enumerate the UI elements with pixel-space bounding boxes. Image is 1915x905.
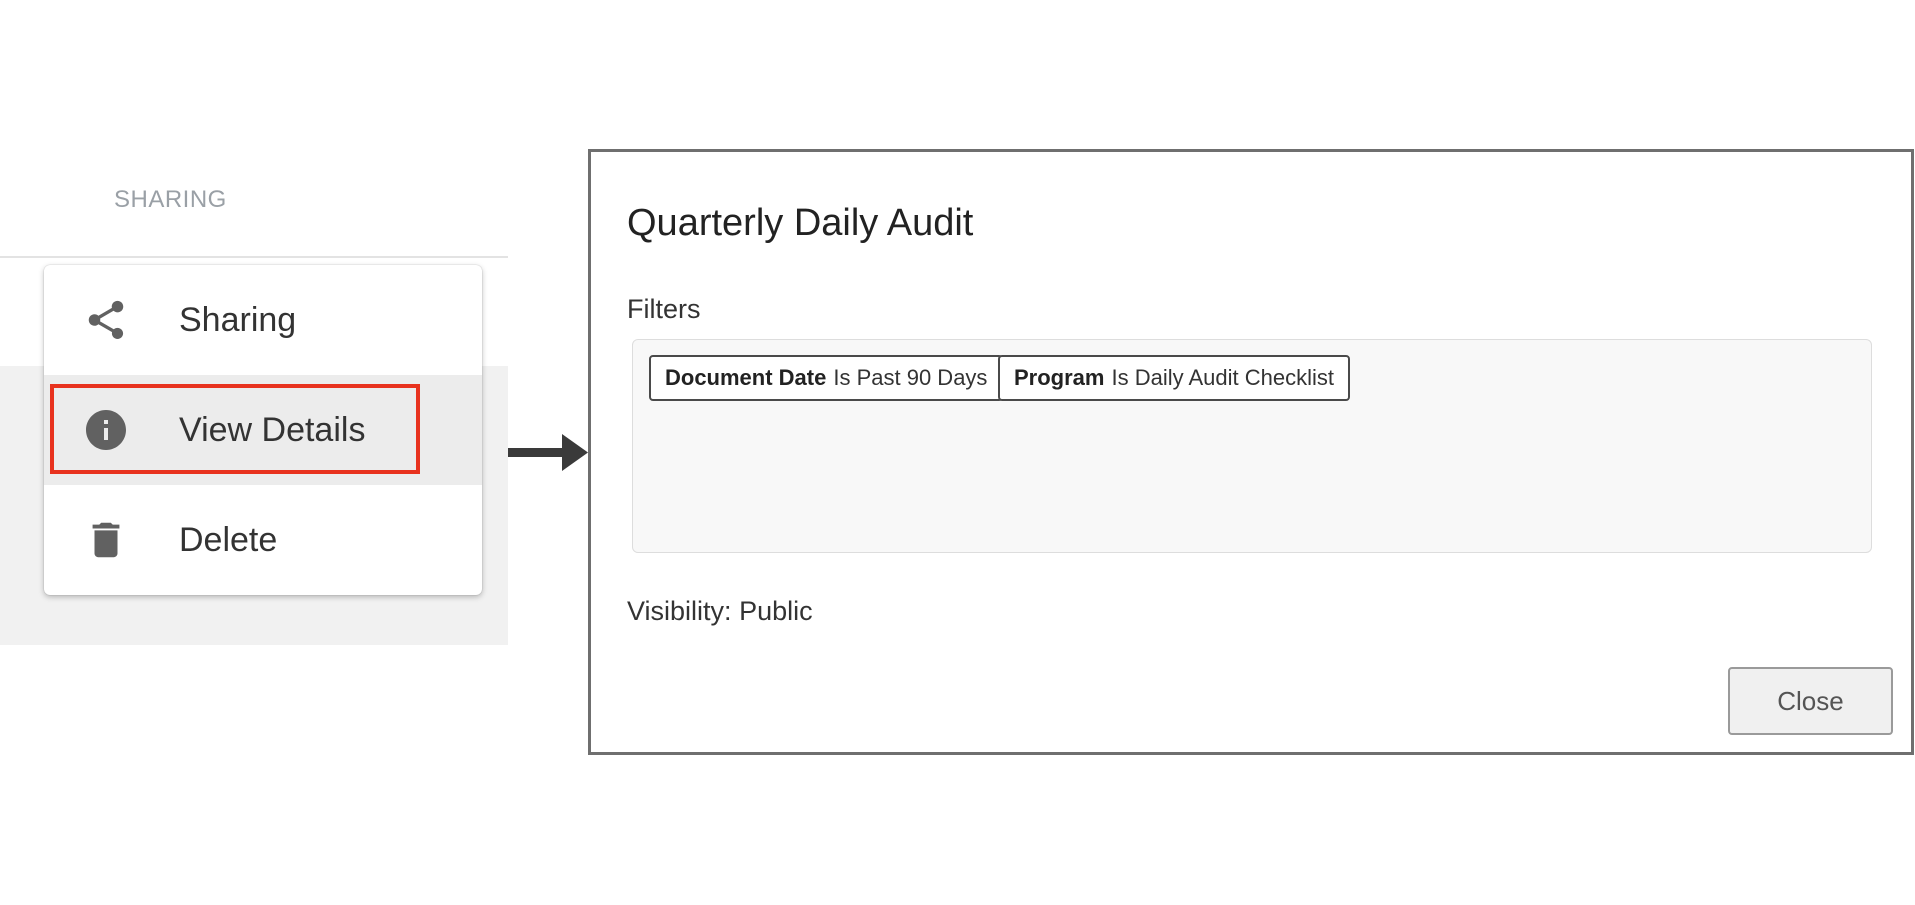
visibility-label: Visibility:: [627, 596, 732, 626]
close-button[interactable]: Close: [1728, 667, 1893, 735]
menu-item-sharing[interactable]: Sharing: [44, 265, 482, 375]
menu-item-label: Sharing: [179, 301, 297, 339]
header-divider: [0, 256, 508, 258]
context-menu: Sharing View Details Delete: [44, 265, 482, 595]
visibility-row: Visibility: Public: [627, 596, 813, 627]
details-dialog: Quarterly Daily Audit Filters Document D…: [588, 149, 1914, 755]
filter-field: Program: [1014, 365, 1105, 390]
filter-condition: Is Daily Audit Checklist: [1111, 365, 1335, 390]
filter-condition: Is Past 90 Days: [833, 365, 988, 390]
menu-item-label: View Details: [179, 411, 366, 449]
sharing-column-header: SHARING: [114, 186, 227, 213]
share-icon: [82, 296, 130, 344]
menu-item-delete[interactable]: Delete: [44, 485, 482, 595]
trash-icon: [82, 516, 130, 564]
dialog-title: Quarterly Daily Audit: [627, 202, 974, 244]
filter-chip[interactable]: Document Date Is Past 90 Days: [649, 355, 1004, 401]
filters-label: Filters: [627, 294, 701, 324]
filter-chip[interactable]: Program Is Daily Audit Checklist: [998, 355, 1351, 401]
menu-item-view-details[interactable]: View Details: [44, 375, 482, 485]
visibility-value: Public: [739, 596, 813, 626]
filter-field: Document Date: [665, 365, 827, 390]
menu-item-label: Delete: [179, 521, 278, 559]
filters-box: Document Date Is Past 90 Days Program Is…: [632, 339, 1872, 553]
background-page: SHARING Sharing View Details: [0, 0, 510, 905]
arrow-right-icon: [508, 432, 588, 472]
info-icon: [82, 406, 130, 454]
